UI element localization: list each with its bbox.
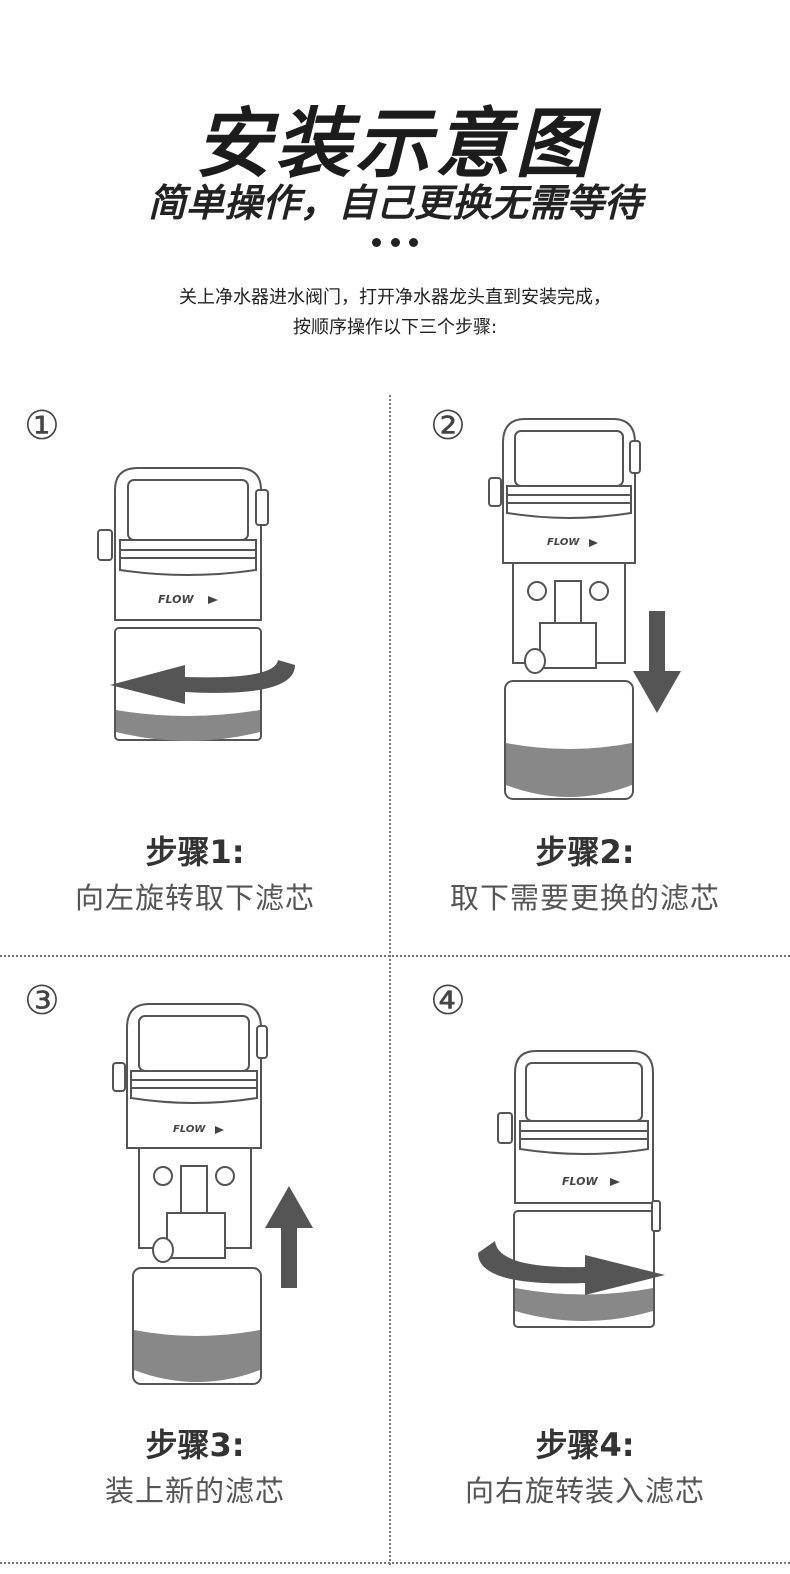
step-1-title: 步骤1: <box>145 833 245 871</box>
step-3-number: ③ <box>24 978 60 1024</box>
step-4-illustration: FLOW <box>478 1050 665 1328</box>
step-1-illustration: FLOW <box>97 467 295 741</box>
step-1-number: ① <box>24 403 60 449</box>
step-4-panel: ④ FLOW 步骤4: 向右旋转装入滤芯 <box>390 958 780 1533</box>
step-2-brand-label: FLOW <box>547 537 580 548</box>
step-1-panel: ① FLOW 步骤1: 向左旋转取下滤芯 <box>0 395 390 970</box>
step-3-illustration: FLOW <box>112 1003 313 1385</box>
step-4-title: 步骤4: <box>535 1426 635 1464</box>
step-1-desc: 向左旋转取下滤芯 <box>74 881 315 915</box>
step-2-title: 步骤2: <box>535 833 635 871</box>
step-2-number: ② <box>430 403 466 449</box>
step-2-illustration: FLOW <box>488 418 681 800</box>
intro-line-1: 关上净水器进水阀门，打开净水器龙头直到安装完成， <box>179 287 611 308</box>
grid-vertical-divider <box>389 395 391 1565</box>
step-2-panel: ② FLOW 步骤2: 取下需要更换的滤芯 <box>390 395 780 970</box>
page-subtitle: 简单操作，自己更换无需等待 <box>147 181 642 225</box>
intro-line-2: 按顺序操作以下三个步骤: <box>292 317 498 338</box>
step-2-desc: 取下需要更换的滤芯 <box>449 881 720 915</box>
grid-horizontal-divider <box>0 955 790 957</box>
step-1-rotate-left-arrow <box>110 660 295 704</box>
intro-text: 关上净水器进水阀门，打开净水器龙头直到安装完成， 按顺序操作以下三个步骤: <box>0 283 790 343</box>
step-4-rotate-right-arrow <box>478 1241 665 1295</box>
dots-divider <box>372 238 418 250</box>
step-4-number: ④ <box>430 978 466 1024</box>
step-4-brand-label: FLOW <box>562 1175 598 1188</box>
step-3-title: 步骤3: <box>145 1426 245 1464</box>
step-3-up-arrow <box>265 1186 313 1288</box>
step-3-desc: 装上新的滤芯 <box>104 1474 285 1508</box>
grid-bottom-divider <box>0 1562 790 1564</box>
page-title: 安装示意图 <box>195 99 595 188</box>
step-1-brand-label: FLOW <box>158 593 194 606</box>
step-2-down-arrow <box>633 611 681 713</box>
step-3-panel: ③ FLOW 步骤3: 装上新的滤芯 <box>0 958 390 1533</box>
step-3-brand-label: FLOW <box>173 1124 206 1135</box>
step-4-desc: 向右旋转装入滤芯 <box>464 1474 705 1508</box>
